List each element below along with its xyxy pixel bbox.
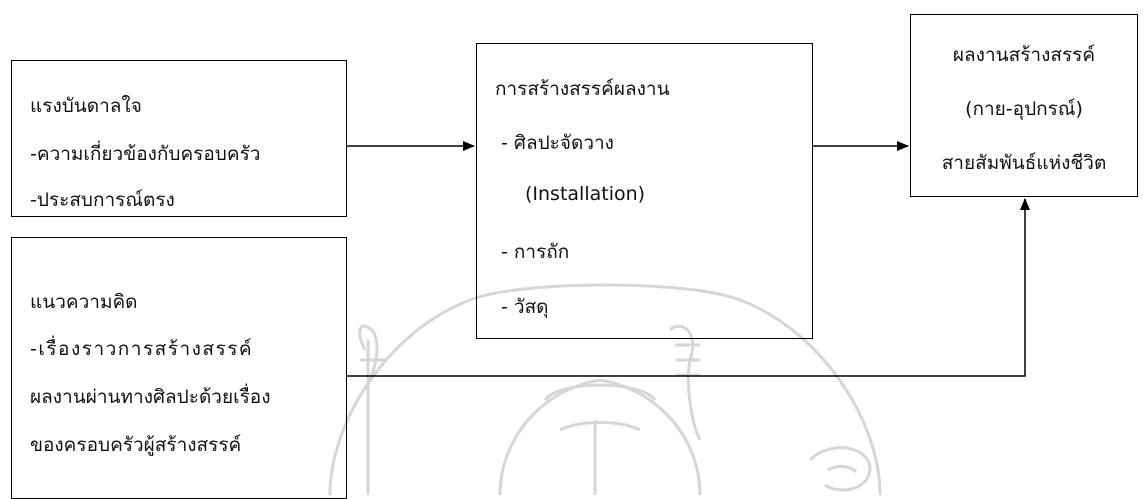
process-box: การสร้างสรรค์ผลงาน - ศิลปะจัดวาง (Instal… [476, 43, 813, 339]
concept-box: แนวความคิด -เรื่องราวการสร้างสรรค์ ผลงาน… [11, 237, 347, 499]
result-title: ผลงานสร้างสรรค์ [952, 44, 1096, 66]
process-item-subtitle: (Installation) [525, 183, 646, 205]
process-item: - วัสดุ [501, 296, 549, 318]
concept-text-line: ของครอบครัวผู้สร้างสรรค์ [30, 434, 242, 456]
process-title: การสร้างสรรค์ผลงาน [495, 78, 670, 100]
concept-text-line: ผลงานผ่านทางศิลปะด้วยเรื่อง [30, 386, 271, 408]
inspiration-item: -ประสบการณ์ตรง [30, 189, 175, 211]
arrow-concept-to-result [347, 198, 1030, 377]
process-item: - ศิลปะจัดวาง [501, 132, 614, 154]
inspiration-box: แรงบันดาลใจ -ความเกี่ยวข้องกับครอบครัว -… [11, 60, 347, 217]
process-item: - การถัก [501, 241, 570, 263]
inspiration-item: -ความเกี่ยวข้องกับครอบครัว [30, 143, 261, 165]
result-name: สายสัมพันธ์แห่งชีวิต [941, 152, 1107, 174]
concept-text-line: -เรื่องราวการสร้างสรรค์ [30, 338, 254, 360]
result-box: ผลงานสร้างสรรค์ (กาย-อุปกรณ์) สายสัมพันธ… [910, 14, 1138, 197]
inspiration-title: แรงบันดาลใจ [30, 95, 142, 117]
result-subtitle: (กาย-อุปกรณ์) [965, 98, 1083, 120]
concept-title: แนวความคิด [30, 291, 138, 313]
